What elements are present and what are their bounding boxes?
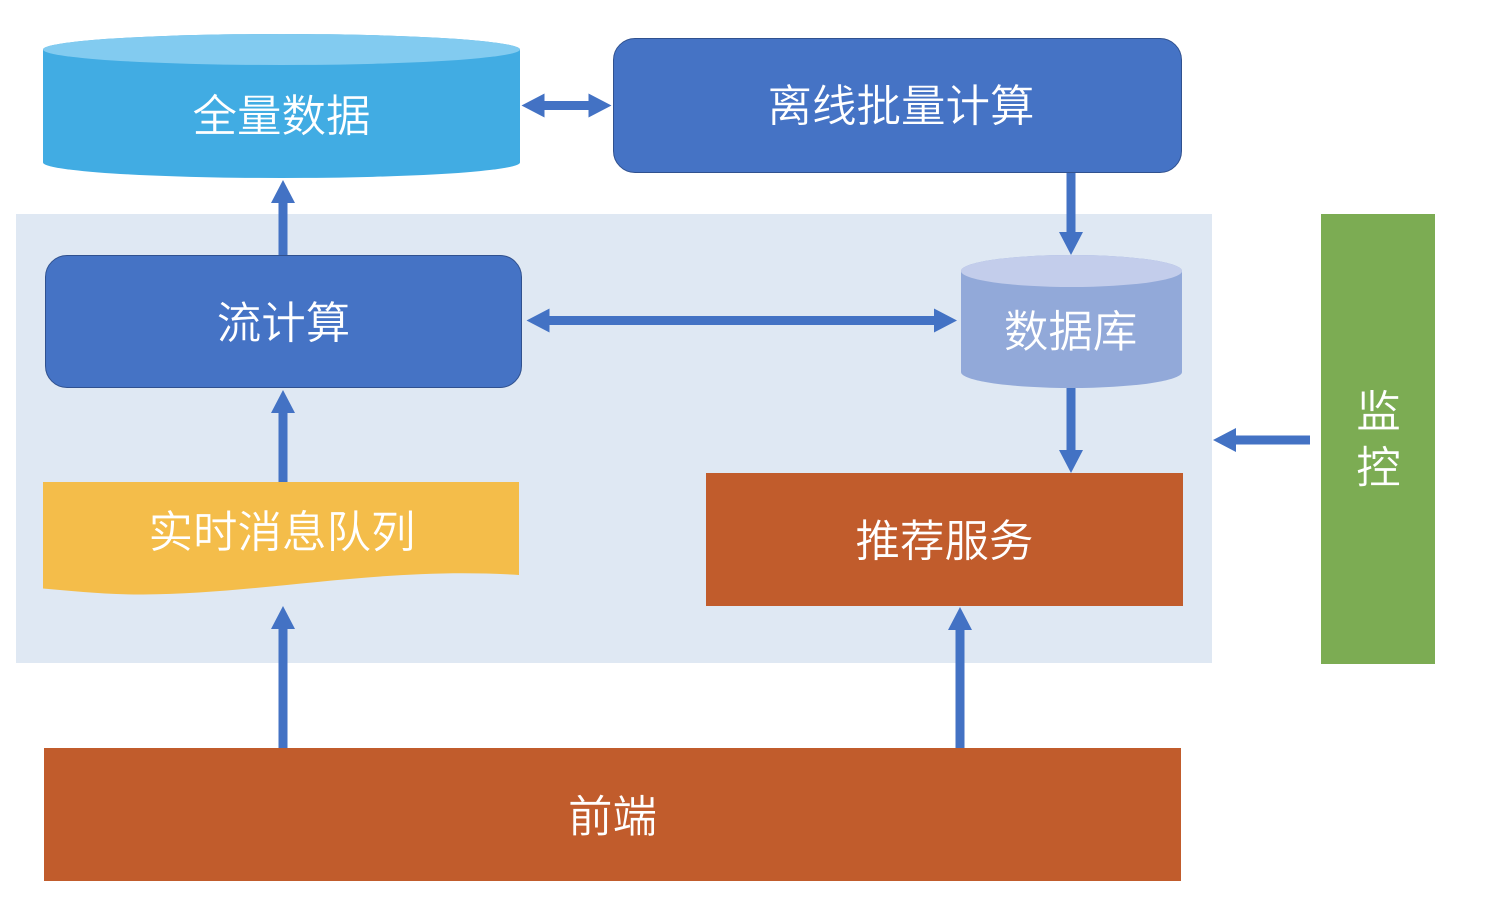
node-monitoring: 监控 [1321, 214, 1435, 664]
edge-monitoring-to-panel-arrow [1213, 428, 1310, 452]
node-realtime-queue: 实时消息队列 [43, 482, 519, 606]
node-stream-compute-label: 流计算 [46, 256, 521, 387]
node-database: 数据库 [961, 255, 1182, 388]
node-recommend-service: 推荐服务 [706, 473, 1183, 606]
cylinder-body [43, 34, 520, 178]
node-recommend-service-label: 推荐服务 [706, 473, 1183, 606]
cylinder-top [961, 255, 1182, 287]
node-stream-compute: 流计算 [45, 255, 522, 388]
edge-fulldata-offline-double-arrow [521, 93, 612, 118]
node-full-data: 全量数据 [43, 34, 520, 178]
node-full-data-label: 全量数据 [43, 34, 520, 178]
node-realtime-queue-label: 实时消息队列 [43, 482, 519, 577]
node-offline-batch-label: 离线批量计算 [614, 39, 1181, 172]
node-frontend-label: 前端 [44, 748, 1181, 881]
node-offline-batch: 离线批量计算 [613, 38, 1182, 173]
node-frontend: 前端 [44, 748, 1181, 881]
full-data-cylinder [43, 34, 520, 178]
node-monitoring-label: 监控 [1321, 214, 1435, 664]
cylinder-top [43, 34, 520, 65]
node-database-label: 数据库 [961, 255, 1182, 388]
